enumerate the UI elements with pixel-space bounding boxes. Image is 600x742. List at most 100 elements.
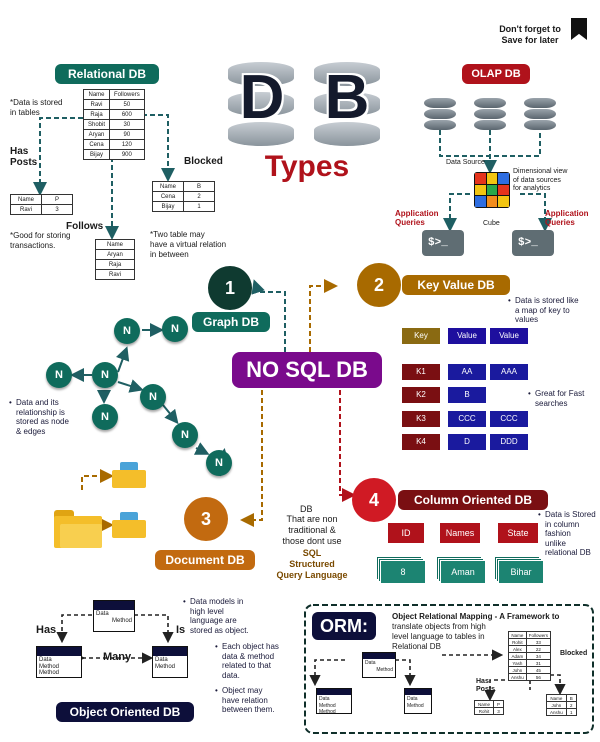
orm-object-left: Data Method Method (316, 688, 352, 715)
title-word: Types (264, 150, 350, 183)
orm-object-data: Data (365, 660, 376, 666)
nosql-desc-db: DB (300, 504, 313, 514)
relational-has-posts: Has Posts (10, 146, 38, 168)
olap-data-source: Data Source (446, 159, 485, 166)
document-number-badge: 3 (184, 497, 228, 541)
rubik-cube-icon (474, 172, 510, 208)
title-letter-d: D (239, 63, 285, 132)
kv-key-cell: K2 (402, 387, 440, 403)
nosql-desc-sql: SQL Structured Query Language (276, 548, 348, 580)
column-header-names: Names (440, 523, 480, 543)
olap-server-3 (524, 98, 556, 130)
relational-note-virtual: *Two table may have a virtual relation i… (150, 230, 227, 259)
save-note: Don't forget to Save for later (499, 24, 561, 45)
oo-object-method: Method (111, 618, 132, 624)
orm-object-method: Method (376, 667, 393, 673)
graph-db-title: Graph DB (192, 312, 270, 332)
kv-value-cell: CCC (448, 411, 486, 427)
graph-note: Data and its relationship is stored as n… (9, 398, 69, 436)
oo-object-right: Data Method (152, 646, 188, 678)
relational-note-stored: *Data is stored in tables (10, 98, 63, 117)
kv-header-value: Value (490, 328, 528, 344)
oo-object-data: Data (155, 657, 168, 663)
oo-note-relation: Object may have relation between them. (215, 686, 275, 715)
oo-many-label: Many (103, 651, 132, 663)
oo-has-label: Has (36, 624, 57, 636)
orm-object-method: Method (407, 703, 424, 709)
column-stack-id: 8 (376, 556, 428, 586)
orm-object-top: Data Method (362, 652, 396, 678)
keyvalue-note-map: Data is stored like a map of key to valu… (508, 296, 579, 325)
column-stack-names: Aman (436, 556, 488, 586)
column-header-state: State (498, 523, 538, 543)
graph-node: N (206, 450, 232, 476)
column-value-names: Aman (440, 560, 486, 584)
orm-title: ORM: (312, 612, 376, 640)
bookmark-icon[interactable] (571, 18, 587, 40)
graph-node: N (140, 384, 166, 410)
kv-key-cell: K3 (402, 411, 440, 427)
oo-object-top: Data Method (93, 600, 135, 632)
column-db-title: Column Oriented DB (398, 490, 548, 510)
graph-node: N (114, 318, 140, 344)
orm-object-right: Data Method (404, 688, 432, 714)
olap-app-queries-left: Application Queries (395, 209, 439, 227)
relational-db-title: Relational DB (55, 64, 159, 84)
document-db-title: Document DB (155, 550, 255, 570)
orm-object-data: Data (319, 696, 330, 702)
oo-object-data: Data (96, 611, 109, 617)
oo-note-method: Each object has data & method related to… (215, 642, 279, 680)
column-value-state: Bihar (498, 560, 544, 584)
folder-icon-main (54, 510, 102, 548)
orm-object-data: Data (407, 696, 418, 702)
orm-desc: translate objects from high level langua… (392, 622, 486, 651)
kv-key-cell: K1 (402, 364, 440, 380)
graph-number-badge: 1 (208, 266, 252, 310)
relational-blocked: Blocked (184, 156, 223, 167)
column-number-badge: 4 (352, 478, 396, 522)
orm-object-header (363, 653, 395, 659)
folder-doc-icon-bottom (112, 512, 146, 538)
keyvalue-note-fast: Great for Fast searches (528, 389, 584, 408)
olap-db-title: OLAP DB (462, 64, 530, 84)
kv-header-value: Value (448, 328, 486, 344)
orm-desc-bold: Object Relational Mapping - A Framework … (392, 612, 560, 621)
terminal-icon-left: $>_ (422, 230, 464, 256)
oo-object-header (94, 601, 134, 610)
relational-follows: Follows (66, 221, 104, 232)
graph-node: N (92, 404, 118, 430)
title-letter-b: B (324, 63, 370, 132)
oo-is-label: Is (176, 624, 186, 636)
olap-app-queries-right: Application Queries (545, 209, 589, 227)
title-database-stack-left (228, 62, 294, 152)
oo-note-models: Data models in high level language are s… (183, 597, 249, 635)
keyvalue-db-title: Key Value DB (402, 275, 510, 295)
nosql-title: NO SQL DB (232, 352, 382, 388)
kv-key-cell: K4 (402, 434, 440, 450)
relational-note-transactions: *Good for storing transactions. (10, 231, 71, 250)
oo-object-header (37, 647, 81, 656)
olap-server-1 (424, 98, 456, 130)
column-note: Data is Stored in column fashion unlike … (538, 510, 596, 558)
orm-blocked-label: Blocked (560, 650, 588, 657)
column-stack-state: Bihar (494, 556, 546, 586)
column-header-id: ID (388, 523, 424, 543)
kv-value-cell: DDD (490, 434, 528, 450)
oo-object-method: Method Method (39, 664, 60, 676)
oo-object-left: Data Method Method (36, 646, 82, 678)
graph-node: N (172, 422, 198, 448)
kv-value-cell: CCC (490, 411, 528, 427)
kv-value-cell: AA (448, 364, 486, 380)
title-database-stack-right (314, 62, 380, 152)
olap-dimensional-note: Dimensional view of data sources for ana… (513, 168, 568, 192)
kv-value-cell: B (448, 387, 486, 403)
oo-object-data: Data (39, 657, 52, 663)
oo-object-header (153, 647, 187, 656)
orm-object-header (405, 689, 431, 695)
